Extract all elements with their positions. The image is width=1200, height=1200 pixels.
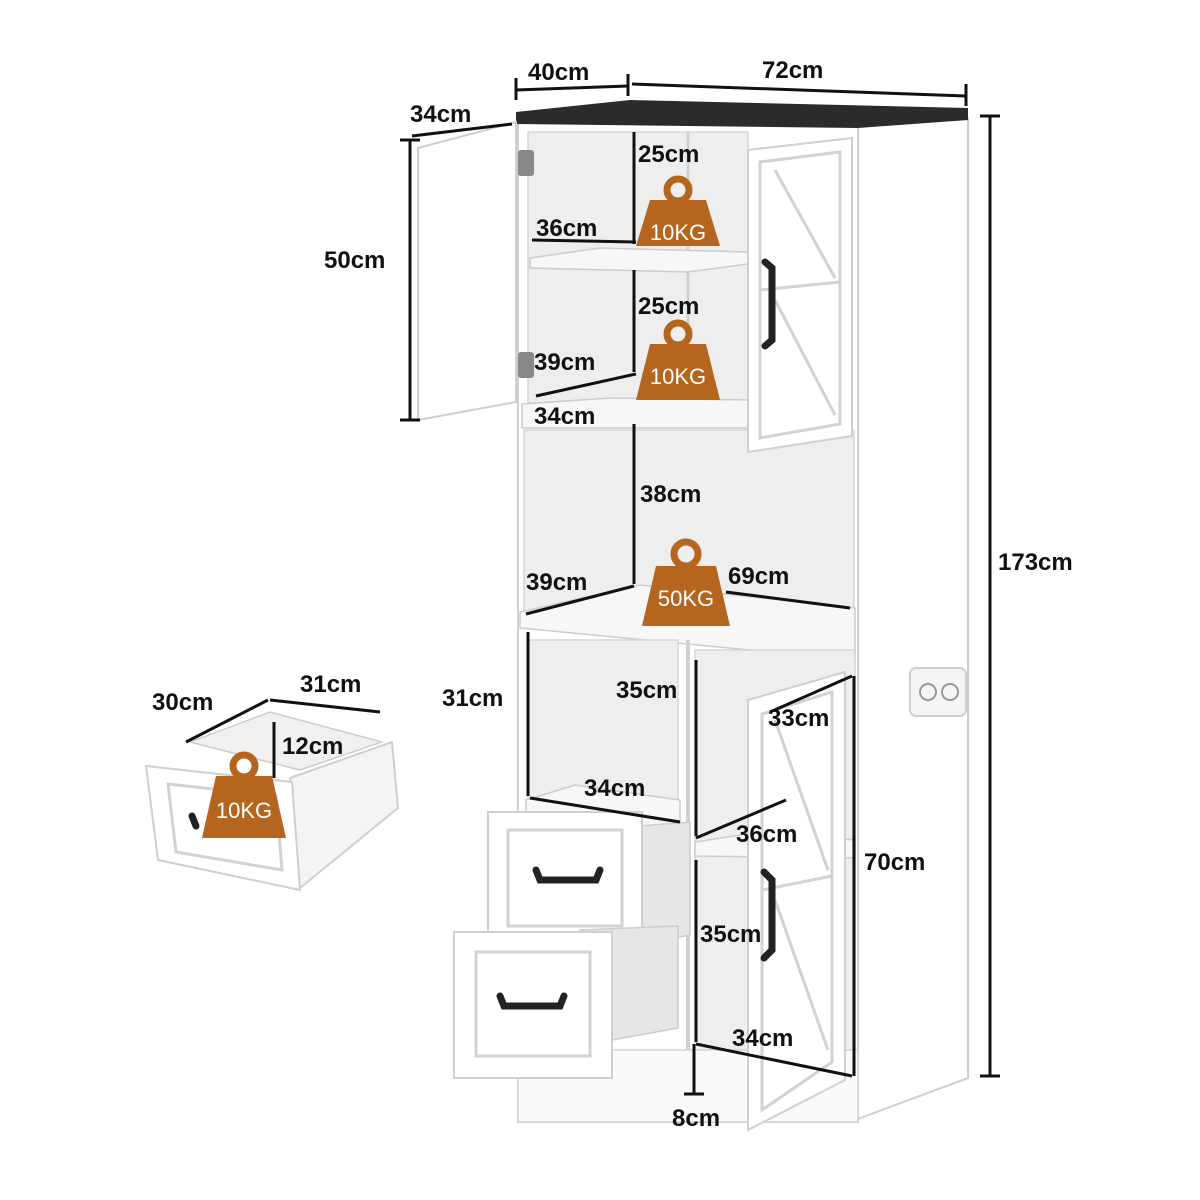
label-open-height: 38cm (640, 481, 701, 508)
upper-right-door (747, 136, 853, 454)
label-door-height: 50cm (324, 247, 385, 274)
label-open-depth: 39cm (526, 569, 587, 596)
label-middle-height: 25cm (638, 293, 699, 320)
label-lower-left-width: 34cm (584, 775, 645, 802)
side-panel (854, 116, 969, 1122)
label-upper-height: 25cm (638, 141, 699, 168)
drawer-handle (188, 812, 200, 830)
dim-line-depth-top (515, 84, 629, 92)
label-right-door-width: 33cm (768, 705, 829, 732)
label-middle-depth: 39cm (534, 349, 595, 376)
door-brace (773, 899, 830, 1051)
dim-line-drawer-width (269, 698, 381, 714)
door-handle (760, 868, 776, 962)
outlet-socket-icon (919, 683, 937, 701)
dim-line-open-depth (525, 584, 635, 616)
door-brace (773, 169, 837, 279)
lower-drawer (453, 925, 679, 1079)
weight-badge-upper: 10KG (636, 175, 720, 246)
dim-line-open-width (725, 590, 851, 610)
dim-line-lower-left-width (529, 796, 681, 824)
door-panel (747, 136, 853, 454)
door-panel (417, 120, 517, 422)
label-lower-left-depth: 35cm (616, 677, 677, 704)
weight-icon (636, 200, 720, 246)
drawer-bottom (187, 711, 385, 771)
power-outlet (909, 667, 967, 717)
label-drawer-depth: 30cm (152, 689, 213, 716)
dim-line-door-width (411, 122, 513, 138)
dim-line-middle-depth (535, 372, 637, 398)
drawer-handle (532, 866, 604, 884)
weight-label: 10KG (650, 364, 706, 389)
outlet-socket-icon (941, 683, 959, 701)
label-right-upper-depth: 36cm (736, 821, 797, 848)
drawer-frame (506, 828, 624, 928)
door-handle (761, 258, 776, 350)
label-right-lower-height: 35cm (700, 921, 761, 948)
weight-icon (636, 344, 720, 400)
weight-label: 50KG (658, 586, 714, 611)
label-right-lower-width: 34cm (732, 1025, 793, 1052)
dimension-lines (185, 74, 1000, 1096)
dim-line-right-door-width (769, 674, 853, 714)
door-frame (760, 689, 834, 1113)
upper-left-door (417, 120, 534, 422)
top-board (516, 100, 968, 128)
dim-line-upper-depth (531, 238, 637, 244)
dim-line-right-lower-width (695, 1042, 853, 1078)
weight-label: 10KG (216, 798, 272, 823)
weight-icon (642, 566, 730, 626)
label-depth-top: 40cm (528, 59, 589, 86)
weight-icon (202, 776, 286, 838)
dim-line-width-top (631, 82, 967, 98)
drawer-frame (474, 950, 592, 1058)
weight-badge-open: 50KG (642, 538, 730, 626)
dim-line-right-upper-depth (695, 798, 787, 840)
upper-drawer (487, 811, 691, 946)
dimension-labels: 40cm 72cm 34cm 50cm 173cm 25cm 36cm 25cm… (152, 57, 1073, 1132)
label-total-height: 173cm (998, 549, 1073, 576)
label-upper-depth: 36cm (536, 215, 597, 242)
door-panel (747, 670, 846, 1132)
hinge-icon (518, 150, 534, 176)
weight-badge-middle: 10KG (636, 319, 720, 400)
label-drawer-height: 12cm (282, 733, 343, 760)
drawer-handle (496, 992, 568, 1010)
label-drawer-width: 31cm (300, 671, 361, 698)
label-door-width: 34cm (410, 101, 471, 128)
label-open-width: 69cm (728, 563, 789, 590)
label-base-height: 8cm (672, 1105, 720, 1132)
label-lower-left-height: 31cm (442, 685, 503, 712)
weight-label: 10KG (650, 220, 706, 245)
door-brace (773, 719, 830, 871)
lower-right-door (747, 670, 846, 1132)
label-width-top: 72cm (762, 57, 823, 84)
dim-line-drawer-depth (185, 698, 269, 744)
label-lower-door-height: 70cm (864, 849, 925, 876)
door-frame (758, 150, 842, 440)
door-brace (773, 299, 837, 416)
label-upper-width: 34cm (534, 403, 595, 430)
hinge-icon (518, 352, 534, 378)
weight-badge-drawer: 10KG (202, 751, 286, 838)
